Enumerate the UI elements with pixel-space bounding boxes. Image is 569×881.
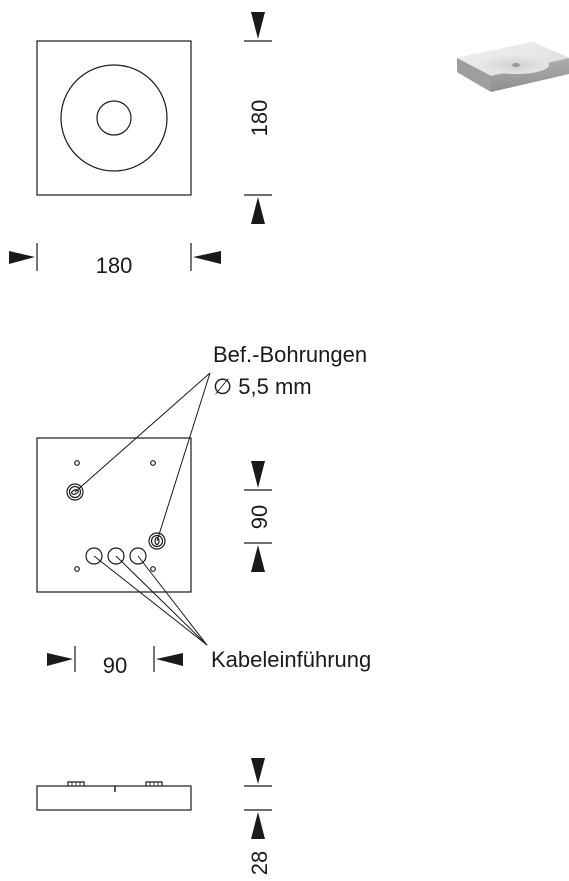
arrow-right-icon (9, 251, 35, 264)
mounting-view (36, 372, 211, 646)
cable-entry-1 (85, 547, 103, 565)
dimension-side-height: 28 (244, 758, 272, 875)
dimension-label-180-horizontal: 180 (96, 253, 133, 278)
leader-line-bohrung-1 (74, 372, 211, 493)
front-view-outer-ring (60, 64, 168, 172)
screw-dot (150, 566, 156, 572)
cable-entry-2 (107, 547, 125, 565)
screw-dot (150, 460, 156, 466)
arrow-left-icon (193, 251, 221, 264)
product-photo (457, 42, 569, 92)
dimension-mount-width: 90 (47, 646, 183, 678)
dimension-label-90-horizontal: 90 (103, 653, 127, 678)
leader-line-bohrung-2 (156, 372, 211, 542)
arrow-down-icon (251, 758, 265, 784)
front-view-outline (36, 40, 192, 196)
dimension-top-width: 180 (9, 243, 221, 278)
dimension-label-28-vertical: 28 (247, 851, 272, 875)
arrow-up-icon (251, 812, 265, 839)
arrow-left-icon (156, 653, 183, 666)
side-view (36, 781, 192, 811)
front-view (36, 40, 192, 196)
leader-line-kabel-1 (93, 555, 208, 646)
mounting-view-outline (36, 437, 192, 593)
mounting-hole-1 (66, 483, 84, 501)
dimension-mount-height: 90 (244, 461, 272, 572)
side-view-outline (36, 785, 192, 811)
dimension-top-height: 180 (244, 12, 272, 224)
mounting-hole-2 (148, 532, 166, 550)
screw-dot (74, 566, 80, 572)
arrow-down-icon (251, 461, 265, 488)
front-view-inner-ring (96, 100, 132, 136)
arrow-up-icon (251, 197, 265, 224)
arrow-up-icon (251, 545, 265, 572)
arrow-down-icon (251, 12, 265, 39)
screw-dot (74, 460, 80, 466)
label-bohrungen-title: Bef.-Bohrungen (213, 342, 367, 367)
leader-line-kabel-3 (137, 555, 208, 646)
label-kabeleinfuehrung: Kabeleinführung (211, 647, 371, 672)
label-bohrungen-diameter: ∅ 5,5 mm (213, 374, 312, 399)
dimension-label-90-vertical: 90 (247, 505, 272, 529)
cable-entry-3 (129, 547, 147, 565)
dimension-label-180-vertical: 180 (247, 100, 272, 137)
leader-line-kabel-2 (115, 555, 208, 646)
arrow-right-icon (47, 653, 73, 666)
